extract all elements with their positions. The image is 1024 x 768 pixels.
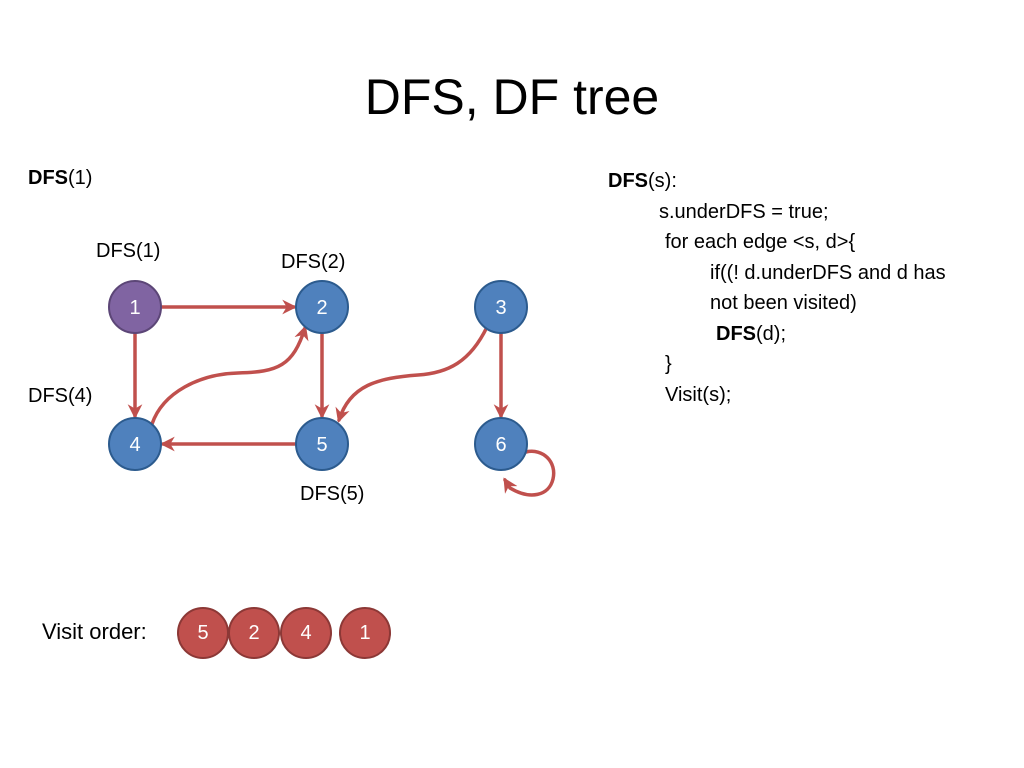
call-label-dfs2: DFS(2): [281, 251, 346, 273]
code-header-args: (s):: [648, 170, 677, 192]
graph-node-1: 1: [108, 280, 162, 334]
graph-node-5: 5: [295, 417, 349, 471]
graph-node-circle: [295, 417, 349, 471]
graph-node-circle: [108, 280, 162, 334]
edges-layer: [127, 299, 556, 497]
edge-6-to-6: [503, 449, 556, 497]
call-label-dfs5: DFS(5): [300, 483, 365, 505]
visit-order-item-4: 1: [339, 607, 391, 659]
code-line-3: if((! d.underDFS and d has: [710, 261, 946, 284]
graph-node-label: 6: [495, 434, 506, 456]
code-header-func: DFS: [608, 170, 648, 192]
graph-node-4: 4: [108, 417, 162, 471]
code-line-5: DFS(d);: [608, 319, 946, 350]
code-line-6: }: [665, 353, 672, 375]
dfs-pseudocode: DFS(s): s.underDFS = true; for each edge…: [608, 166, 946, 410]
code-line-5-args: (d);: [756, 322, 786, 345]
graph-node-circle: [108, 417, 162, 471]
graph-node-label: 1: [129, 297, 140, 319]
top-call-label: DFS(1): [28, 166, 92, 190]
visit-order-item-1: 5: [177, 607, 229, 659]
code-line-4: not been visited): [710, 292, 857, 314]
top-call-args: (1): [68, 167, 93, 189]
graph-node-label: 2: [316, 297, 327, 319]
graph-node-6: 6: [474, 417, 528, 471]
graph-node-circle: [474, 280, 528, 334]
top-call-func: DFS: [28, 167, 68, 189]
code-line-2: for each edge <s, d>{: [665, 231, 856, 253]
graph-node-label: 5: [316, 434, 327, 456]
graph-node-3: 3: [474, 280, 528, 334]
nodes-layer: 1 2 3 4 5 6: [108, 280, 528, 471]
call-label-dfs4: DFS(4): [28, 385, 93, 407]
code-header: DFS(s):: [608, 166, 946, 197]
edge-3-to-5: [335, 325, 489, 423]
slide-title: DFS, DF tree: [364, 69, 660, 125]
visit-order-label: Visit order:: [42, 619, 147, 644]
graph-node-2: 2: [295, 280, 349, 334]
code-line-7: Visit(s);: [665, 383, 732, 406]
graph-node-label: 4: [129, 434, 140, 456]
visit-order-item-3: 4: [280, 607, 332, 659]
graph-node-circle: [474, 417, 528, 471]
visit-order-item-2: 2: [228, 607, 280, 659]
graph-node-circle: [295, 280, 349, 334]
edge-4-to-2: [150, 325, 309, 426]
call-label-dfs1: DFS(1): [96, 240, 161, 262]
code-line-1: s.underDFS = true;: [659, 200, 829, 223]
graph-node-label: 3: [495, 297, 506, 319]
code-line-5-func: DFS: [716, 322, 756, 345]
